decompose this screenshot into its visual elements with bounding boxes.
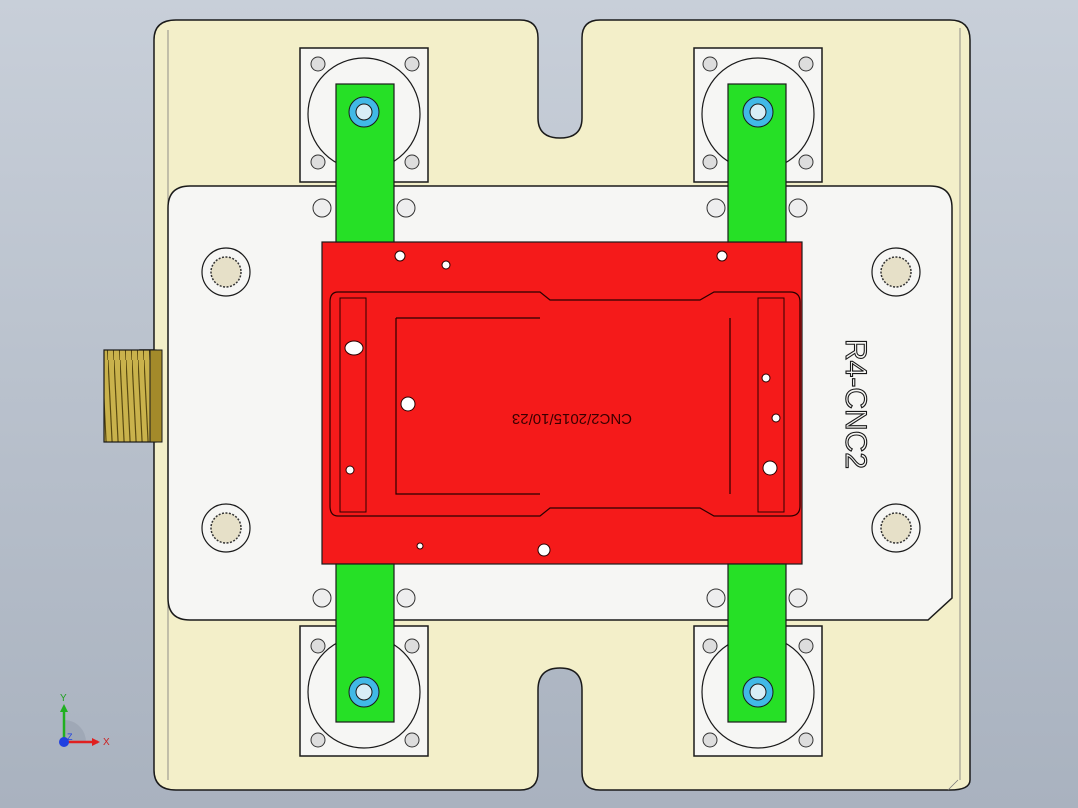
threaded-fitting xyxy=(103,349,163,443)
z-axis-label: Z xyxy=(67,732,73,742)
locating-pin-top-right xyxy=(871,247,921,297)
clamp-arm-bottom-left xyxy=(335,563,395,723)
part-engraving: CNC2/2015/10/23 xyxy=(512,410,632,427)
clamp-arm-top-left xyxy=(335,83,395,243)
z-axis-dot xyxy=(59,737,69,747)
locating-pin-bottom-left xyxy=(201,503,251,553)
clamp-arm-bottom-right xyxy=(727,563,787,723)
locating-pin-top-left xyxy=(201,247,251,297)
y-axis-label: Y xyxy=(60,693,67,704)
workpiece-pocket-outline xyxy=(329,291,801,517)
workpiece-inner-rib xyxy=(395,317,731,495)
fixture-id-label: R4-CNC2 xyxy=(839,339,872,469)
x-axis-label: X xyxy=(103,737,110,748)
clamp-arm-top-right xyxy=(727,83,787,243)
workpiece: CNC2/2015/10/23 xyxy=(321,241,803,565)
plate-screws xyxy=(312,198,808,608)
coordinate-triad: X Y Z xyxy=(59,693,110,748)
locating-pin-bottom-right xyxy=(871,503,921,553)
